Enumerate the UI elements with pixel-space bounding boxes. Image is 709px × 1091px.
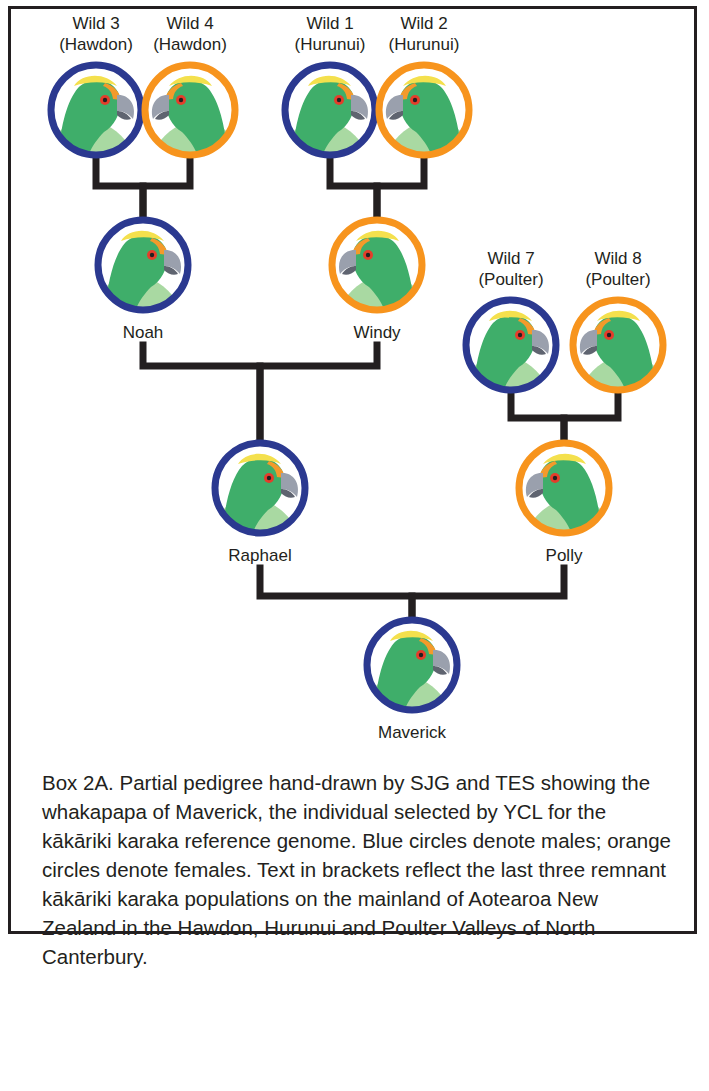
bird-name: Wild 3 <box>47 13 145 34</box>
bird-name: Windy <box>328 322 426 343</box>
pedigree-line <box>377 161 424 216</box>
bird-node: Wild 4(Hawdon) <box>141 13 239 159</box>
bird-name: Wild 2 <box>375 13 473 34</box>
bird-name: Wild 4 <box>141 13 239 34</box>
pedigree-line <box>511 396 564 439</box>
population-label: (Hurunui) <box>375 34 473 55</box>
bird-name: Noah <box>94 322 192 343</box>
population-label: (Hawdon) <box>47 34 145 55</box>
male-circle <box>211 439 309 537</box>
bird-node: Wild 2(Hurunui) <box>375 13 473 159</box>
male-circle <box>462 296 560 394</box>
bird-name: Maverick <box>363 722 461 743</box>
caption: Box 2A. Partial pedigree hand-drawn by S… <box>42 768 674 971</box>
male-circle <box>47 61 145 159</box>
pedigree-line <box>260 345 377 439</box>
male-circle <box>94 216 192 314</box>
bird-name: Wild 7 <box>462 248 560 269</box>
male-circle <box>363 616 461 714</box>
female-circle <box>375 61 473 159</box>
female-circle <box>141 61 239 159</box>
population-label: (Hurunui) <box>281 34 379 55</box>
male-circle <box>281 61 379 159</box>
female-circle <box>328 216 426 314</box>
pedigree-line <box>143 345 260 439</box>
pedigree-line <box>412 568 564 616</box>
bird-name: Raphael <box>211 545 309 566</box>
bird-name: Wild 8 <box>569 248 667 269</box>
bird-name: Wild 1 <box>281 13 379 34</box>
population-label: (Poulter) <box>462 269 560 290</box>
pedigree-line <box>143 161 190 216</box>
pedigree-line <box>260 568 412 616</box>
bird-name: Polly <box>515 545 613 566</box>
pedigree-line <box>330 161 377 216</box>
bird-node: Maverick <box>363 616 461 743</box>
bird-node: Wild 8(Poulter) <box>569 248 667 394</box>
bird-node: Wild 3(Hawdon) <box>47 13 145 159</box>
population-label: (Poulter) <box>569 269 667 290</box>
bird-node: Wild 7(Poulter) <box>462 248 560 394</box>
bird-node: Wild 1(Hurunui) <box>281 13 379 159</box>
bird-node: Noah <box>94 216 192 343</box>
female-circle <box>515 439 613 537</box>
pedigree-line <box>564 396 618 439</box>
bird-node: Windy <box>328 216 426 343</box>
pedigree-line <box>96 161 143 216</box>
bird-node: Polly <box>515 439 613 566</box>
female-circle <box>569 296 667 394</box>
bird-node: Raphael <box>211 439 309 566</box>
population-label: (Hawdon) <box>141 34 239 55</box>
